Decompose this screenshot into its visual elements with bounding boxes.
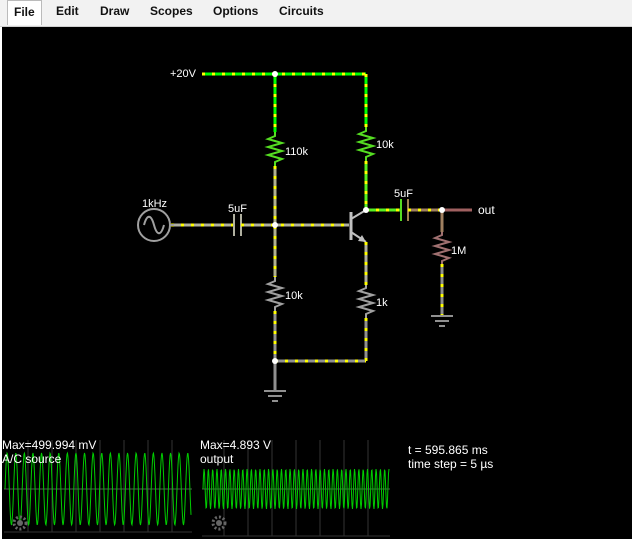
r-emitter-label: 1k (376, 297, 388, 309)
wire-out[interactable] (408, 208, 472, 232)
resistor-load-1m[interactable] (431, 232, 453, 316)
capacitor-input[interactable] (233, 214, 242, 236)
supply-label: +20V (170, 68, 197, 80)
menu-scopes[interactable]: Scopes (150, 4, 193, 18)
r-load-label: 1M (451, 245, 466, 257)
r-bias-bottom-label: 10k (285, 290, 303, 302)
junction-dots (272, 71, 445, 364)
menu-edit[interactable]: Edit (56, 4, 79, 18)
scope1-max-label: Max=499.994 mV (2, 438, 97, 452)
scope1-name-label: A/C source (2, 452, 62, 466)
c-output-label: 5uF (394, 188, 413, 200)
menu-draw[interactable]: Draw (100, 4, 130, 18)
ac-source[interactable] (137, 208, 174, 242)
scope2-max-label: Max=4.893 V (200, 438, 272, 452)
circuit-canvas[interactable]: +20V 110k 10k 10k 1k 1M 5uF 5uF 1kHz out (0, 27, 632, 539)
resistor-bias-10k[interactable] (264, 277, 286, 311)
capacitor-output[interactable] (400, 199, 409, 221)
sim-timestep-label: time step = 5 µs (408, 457, 494, 471)
r-collector-label: 10k (376, 139, 394, 151)
ground-symbol (264, 390, 286, 402)
menu-circuits[interactable]: Circuits (279, 4, 324, 18)
source-freq-label: 1kHz (142, 198, 167, 210)
circuit-diagram: +20V 110k 10k 10k 1k 1M 5uF 5uF 1kHz out (4, 68, 632, 539)
ground-symbol-load (431, 315, 453, 327)
menu-file[interactable]: File (7, 0, 42, 25)
wire-ground-return[interactable] (273, 311, 368, 391)
resistor-emitter-1k[interactable] (355, 285, 377, 318)
sim-time-label: t = 595.865 ms (408, 443, 488, 457)
r-bias-top-label: 110k (285, 146, 309, 158)
gear-icon[interactable] (12, 515, 28, 531)
resistor-collector-10k[interactable] (355, 127, 377, 161)
menu-bar: File Edit Draw Scopes Options Circuits (0, 0, 632, 27)
scope2-name-label: output (200, 452, 234, 466)
npn-transistor[interactable] (349, 209, 367, 243)
c-input-label: 5uF (228, 203, 247, 215)
menu-options[interactable]: Options (213, 4, 259, 18)
scope-ac-source[interactable] (4, 440, 192, 533)
resistor-110k[interactable] (264, 132, 286, 166)
output-label: out (478, 203, 495, 217)
gear-icon[interactable] (211, 515, 227, 531)
